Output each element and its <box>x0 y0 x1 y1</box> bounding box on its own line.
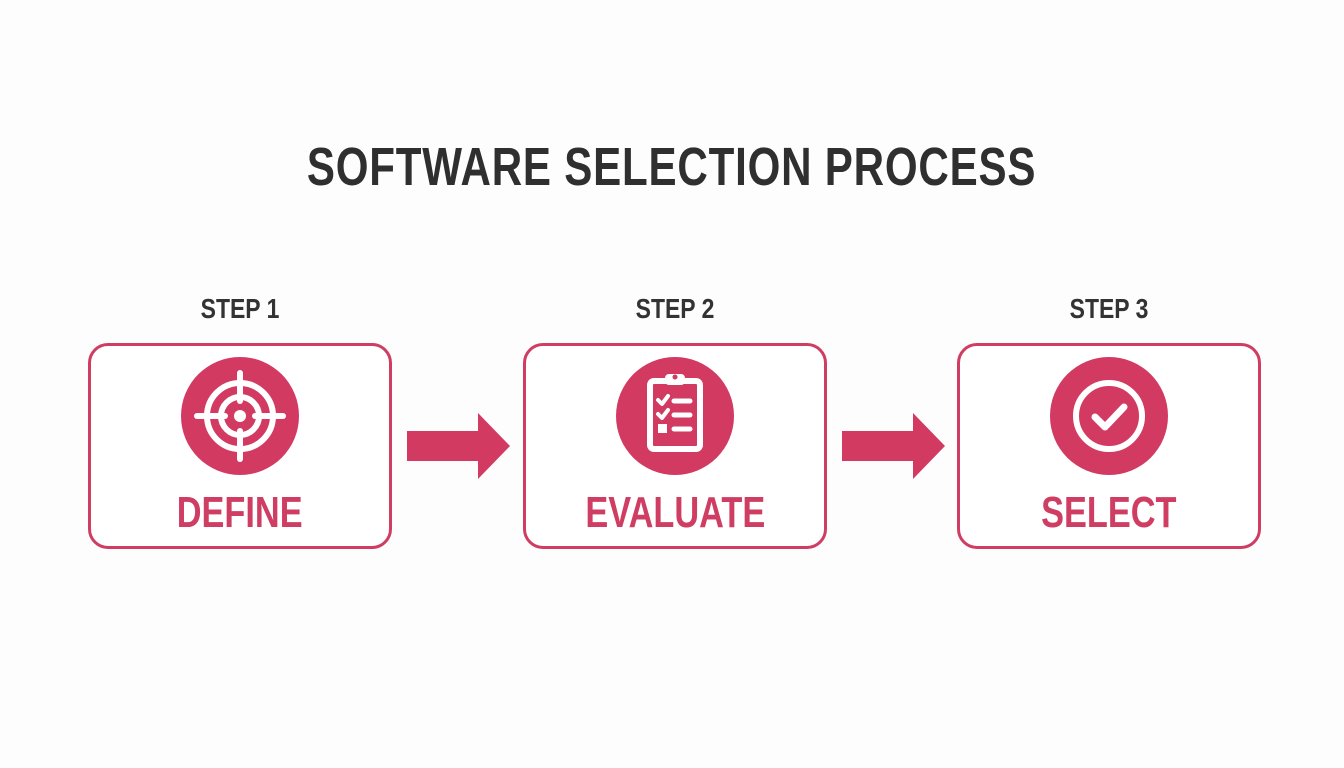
step-3-icon-circle <box>1050 357 1168 475</box>
step-2-title: EVALUATE <box>526 488 824 538</box>
step-2-label: STEP 2 <box>523 293 827 325</box>
step-3-box: SELECT <box>957 343 1261 549</box>
step-2-box: EVALUATE <box>523 343 827 549</box>
arrow-right-icon <box>407 413 510 479</box>
step-1-title-text: DEFINE <box>177 488 303 537</box>
step-1-box: DEFINE <box>88 343 392 549</box>
step-1-label: STEP 1 <box>88 293 392 325</box>
step-2-title-text: EVALUATE <box>585 488 765 537</box>
step-3-label-text: STEP 3 <box>1069 293 1149 324</box>
arrow-right-icon <box>842 413 945 479</box>
step-3-title-text: SELECT <box>1041 488 1177 537</box>
step-2-label-text: STEP 2 <box>635 293 715 324</box>
diagram-title: SOFTWARE SELECTION PROCESS <box>0 136 1344 198</box>
step-3-label: STEP 3 <box>957 293 1261 325</box>
clipboard-checklist-icon <box>647 374 703 452</box>
step-2-icon-circle <box>616 357 734 475</box>
step-1-label-text: STEP 1 <box>200 293 280 324</box>
diagram-title-text: SOFTWARE SELECTION PROCESS <box>307 137 1037 197</box>
target-icon <box>194 370 286 462</box>
step-1-title: DEFINE <box>91 488 389 538</box>
check-circle-icon <box>1073 380 1145 452</box>
step-3-title: SELECT <box>960 488 1258 538</box>
step-1-icon-circle <box>181 357 299 475</box>
